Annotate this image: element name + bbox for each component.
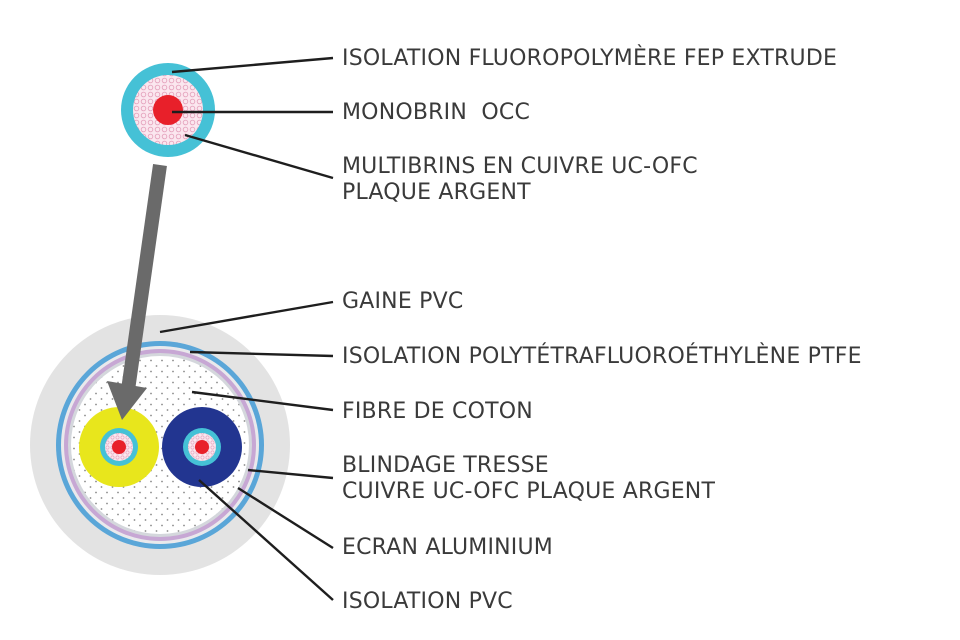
label-braid-shield-line1: BLINDAGE TRESSE: [342, 453, 549, 478]
leader-cotton: [191, 390, 334, 412]
label-pvc-jacket: GAINE PVC: [342, 289, 463, 314]
label-multistrand-line2: PLAQUE ARGENT: [342, 180, 531, 205]
label-fep-insulation: ISOLATION FLUOROPOLYMÈRE FEP EXTRUDE: [342, 45, 837, 71]
label-occ-solid: MONOBRIN OCC: [342, 100, 530, 125]
arrow-shaft: [121, 164, 167, 391]
occ-solid-core: [153, 95, 183, 125]
leader-braid: [247, 468, 334, 480]
label-ptfe-insulation: ISOLATION POLYTÉTRAFLUOROÉTHYLÈNE PTFE: [342, 343, 862, 369]
label-aluminium-screen: ECRAN ALUMINIUM: [342, 535, 553, 560]
yellow-core: [112, 440, 126, 454]
cable-cross-section: [30, 315, 290, 575]
leader-ptfe: [189, 350, 334, 358]
yellow-conductor: [79, 407, 159, 487]
leader-multistrand: [184, 133, 334, 180]
pointer-arrow: [107, 164, 167, 420]
leader-fep: [171, 56, 334, 74]
navy-conductor: [162, 407, 242, 487]
leader-pvc-jacket: [159, 300, 334, 334]
leader-aluminium: [237, 486, 334, 550]
conductor-detail: [121, 63, 215, 157]
label-braid-shield-line2: CUIVRE UC-OFC PLAQUE ARGENT: [342, 479, 715, 504]
arrow-head: [107, 381, 147, 420]
label-pvc-insulation: ISOLATION PVC: [342, 589, 513, 614]
navy-core: [195, 440, 209, 454]
leader-lines: [159, 56, 334, 601]
label-multistrand-line1: MULTIBRINS EN CUIVRE UC-OFC: [342, 154, 698, 179]
label-cotton-fiber: FIBRE DE COTON: [342, 399, 533, 424]
leader-pvc-insulation: [198, 479, 334, 601]
labels: ISOLATION FLUOROPOLYMÈRE FEP EXTRUDE MON…: [342, 45, 862, 614]
